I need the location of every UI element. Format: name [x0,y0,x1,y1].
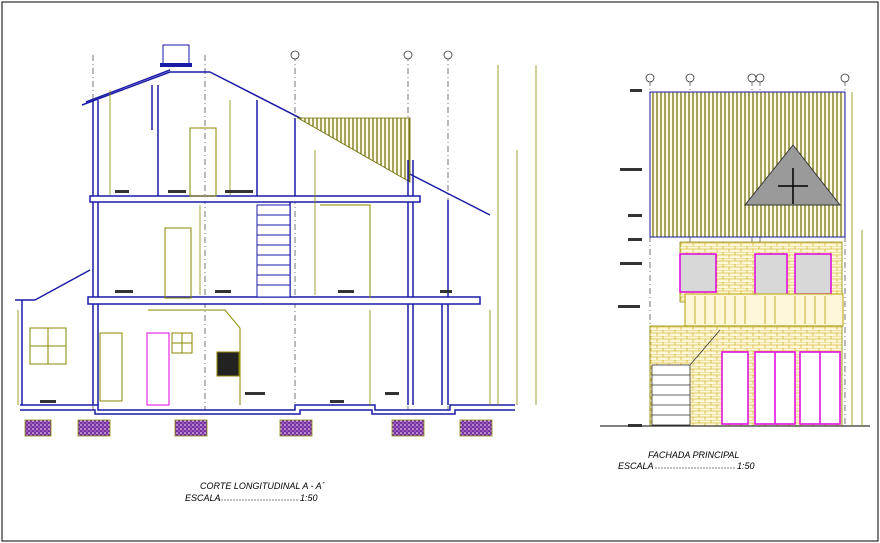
section-level-tags [40,190,452,403]
section-roof [81,69,491,216]
longitudinal-section: CORTE LONGITUDINAL A - A´ ESCALA 1:50 [15,44,537,503]
facade-dimensions [851,92,863,426]
section-scale-label: ESCALA [185,493,221,503]
facade-level-tags [618,89,642,427]
facade-scale: ESCALA 1:50 [618,461,755,471]
main-facade: FACHADA PRINCIPAL ESCALA 1:50 [600,73,870,471]
facade-scale-label: ESCALA [618,461,654,471]
roof-hatch-section [296,117,411,183]
facade-title: FACHADA PRINCIPAL [648,450,739,460]
facade-ground-doors [721,351,841,425]
rooftop-tank [162,44,190,66]
section-scale: ESCALA 1:50 [185,493,318,503]
section-grid-markers [290,50,453,60]
facade-balcony [684,293,844,327]
section-stair [256,204,291,298]
section-scale-value: 1:50 [300,493,318,503]
section-dimensions [17,65,537,405]
section-openings [29,127,371,406]
facade-upper-windows [679,253,832,299]
facade-roof [649,91,846,238]
section-footings [24,419,493,437]
facade-scale-value: 1:50 [737,461,755,471]
facade-stair [651,329,721,426]
section-title: CORTE LONGITUDINAL A - A´ [200,481,325,491]
facade-grid-markers [645,73,850,83]
